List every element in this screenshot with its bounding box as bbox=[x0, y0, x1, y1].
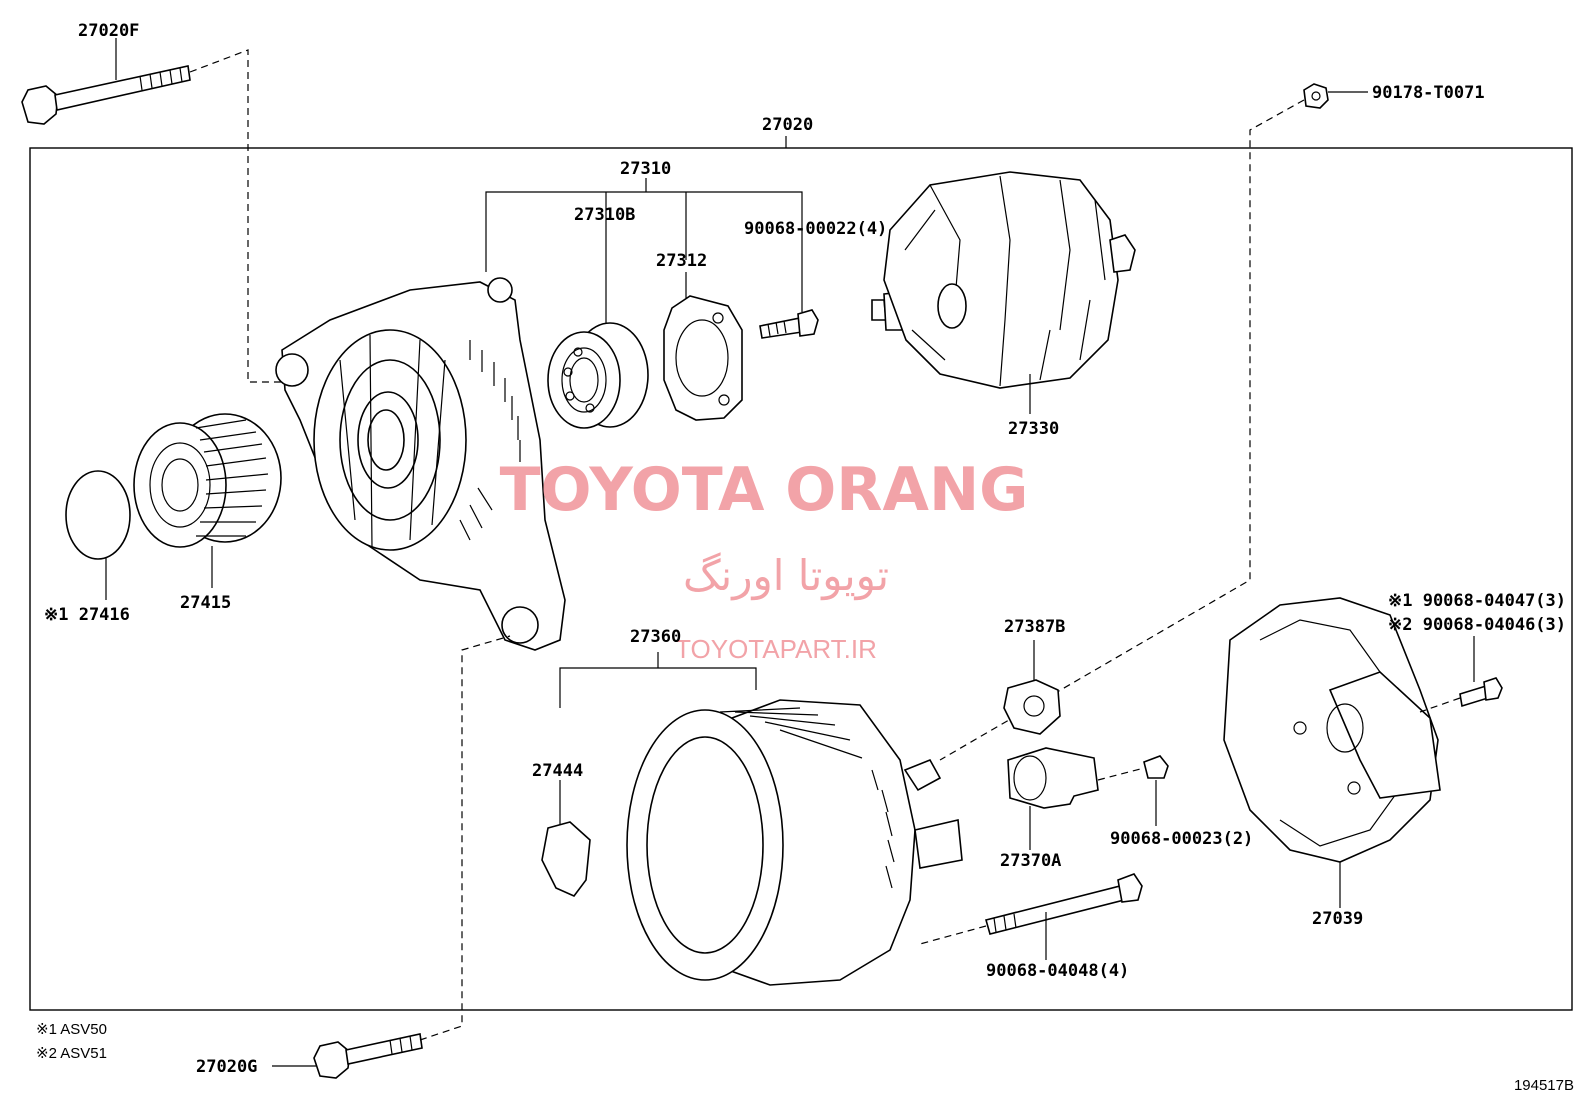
rotor-27330 bbox=[871, 171, 1136, 389]
watermark-persian: تویوتا اورنگ bbox=[683, 551, 889, 600]
watermark-title: TOYOTA ORANG bbox=[500, 455, 1029, 525]
dash-90178 bbox=[939, 99, 1305, 761]
label-27039: 27039 bbox=[1312, 909, 1363, 929]
leader-27360 bbox=[559, 652, 757, 708]
retainer-plate-27312 bbox=[663, 295, 743, 421]
note-asv51: ※2 ASV51 bbox=[36, 1045, 107, 1062]
label-27312: 27312 bbox=[656, 251, 707, 271]
label-27020: 27020 bbox=[762, 115, 813, 135]
label-90068-04048: 90068-04048(4) bbox=[986, 961, 1129, 981]
label-27416: ※1 27416 bbox=[44, 605, 130, 625]
drive-end-frame-27310 bbox=[275, 277, 566, 651]
label-90068-00022: 90068-00022(4) bbox=[744, 219, 887, 239]
figure-number: 194517B bbox=[1514, 1077, 1574, 1094]
dash-90068-00023 bbox=[1097, 767, 1145, 781]
bolt-27020f bbox=[21, 65, 191, 125]
label-90178-t0071: 90178-T0071 bbox=[1372, 83, 1485, 103]
label-27330: 27330 bbox=[1008, 419, 1059, 439]
label-90068-00023: 90068-00023(2) bbox=[1110, 829, 1253, 849]
dash-90068-04048 bbox=[919, 925, 987, 945]
brush-holder-27387b bbox=[1003, 679, 1061, 735]
pulley-27415 bbox=[133, 413, 282, 548]
label-27310b: 27310B bbox=[574, 205, 635, 225]
regulator-27370a bbox=[1007, 747, 1099, 809]
label-90068-04047: ※1 90068-04047(3) bbox=[1388, 591, 1566, 611]
bolt-90068-04048 bbox=[985, 873, 1143, 935]
label-27360: 27360 bbox=[630, 627, 681, 647]
screw-90068-00023 bbox=[1143, 755, 1169, 779]
assembly-frame bbox=[29, 147, 1573, 1011]
label-27020f: 27020F bbox=[78, 21, 139, 41]
seal-27444 bbox=[541, 821, 591, 897]
label-27444: 27444 bbox=[532, 761, 583, 781]
label-27415: 27415 bbox=[180, 593, 231, 613]
screw-90068-00022 bbox=[759, 309, 819, 339]
note-asv50: ※1 ASV50 bbox=[36, 1021, 107, 1038]
leader-27310 bbox=[485, 178, 803, 324]
label-27020g: 27020G bbox=[196, 1057, 257, 1077]
bolt-90068-04047 bbox=[1459, 677, 1503, 708]
rectifier-end-frame-27360 bbox=[626, 699, 963, 986]
label-27310: 27310 bbox=[620, 159, 671, 179]
nut-90178-t0071 bbox=[1303, 83, 1329, 109]
bearing-27310b bbox=[547, 322, 649, 429]
label-27387b: 27387B bbox=[1004, 617, 1065, 637]
dash-27020f bbox=[189, 49, 285, 383]
cover-27416 bbox=[65, 470, 131, 560]
watermark-url: TOYOTAPART.IR bbox=[675, 634, 877, 664]
bolt-27020g bbox=[313, 1033, 423, 1079]
label-27370a: 27370A bbox=[1000, 851, 1061, 871]
label-90068-04046: ※2 90068-04046(3) bbox=[1388, 615, 1566, 635]
dash-27020g bbox=[419, 635, 511, 1041]
rear-cover-27039 bbox=[1223, 597, 1441, 863]
